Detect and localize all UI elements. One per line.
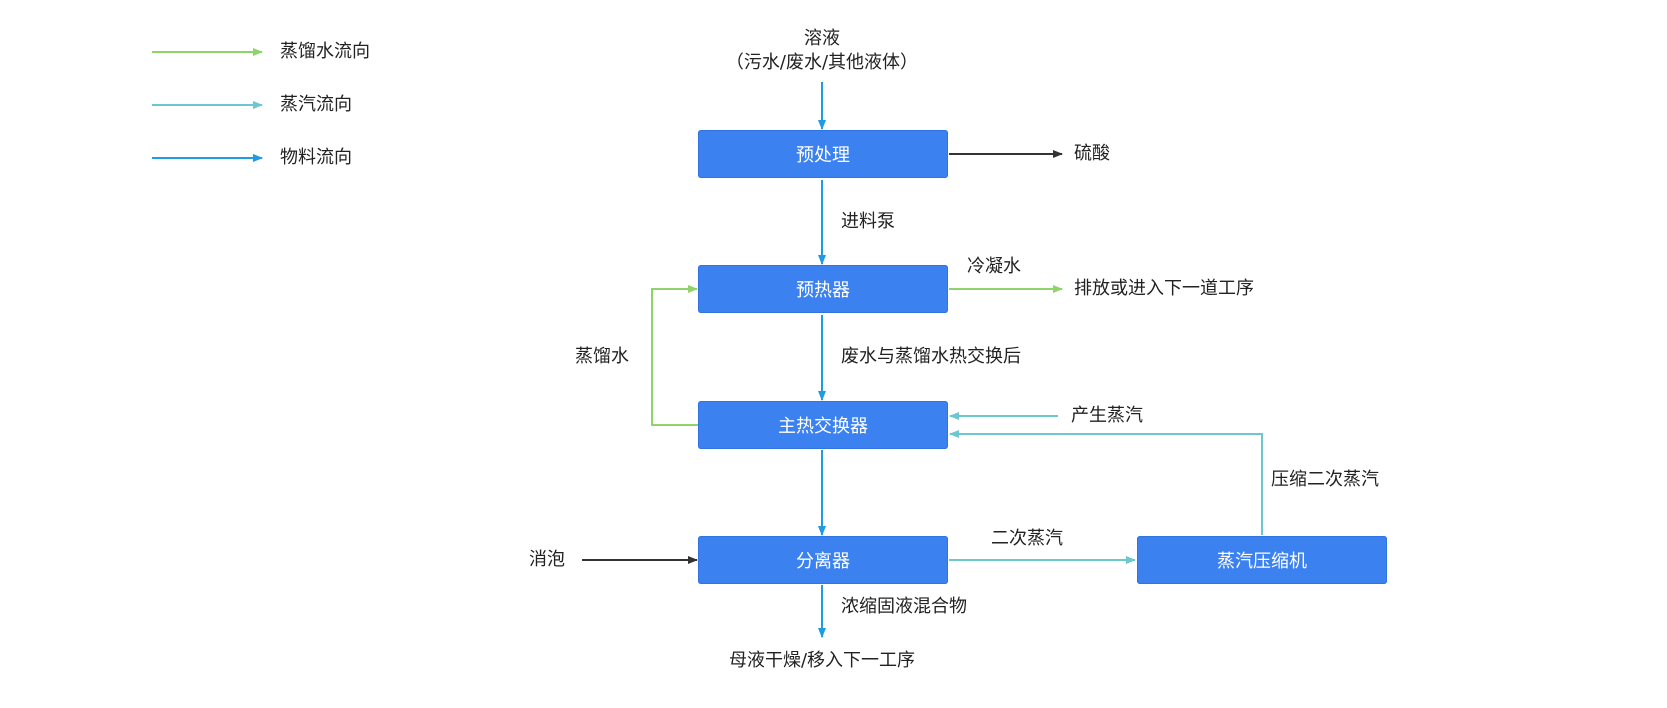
label-input-title: 溶液 — [804, 28, 840, 49]
label-distilled-water: 蒸馏水 — [575, 346, 629, 367]
label-sulfuric-acid: 硫酸 — [1074, 143, 1110, 164]
label-input-detail: （污水/废水/其他液体） — [725, 51, 919, 73]
label-defoam: 消泡 — [529, 549, 565, 570]
node-main-heat-exchanger: 主热交换器 — [698, 401, 948, 449]
node-pretreat: 预处理 — [698, 130, 948, 178]
label-condensate: 冷凝水 — [967, 256, 1021, 277]
legend-label-steam: 蒸汽流向 — [280, 94, 352, 115]
label-mother-liquor: 母液干燥/移入下一工序 — [728, 650, 916, 671]
label-input: 溶液 （污水/废水/其他液体） — [672, 28, 972, 73]
edge-compressor-to-mainhx — [949, 430, 1263, 535]
legend-label-material: 物料流向 — [280, 147, 352, 168]
label-concentrate: 浓缩固液混合物 — [841, 596, 967, 617]
edge-mainhx-to-preheater — [651, 285, 698, 426]
label-compressed-steam: 压缩二次蒸汽 — [1271, 469, 1379, 490]
label-produced-steam: 产生蒸汽 — [1071, 405, 1143, 426]
label-feed-pump: 进料泵 — [841, 211, 895, 232]
label-discharge: 排放或进入下一道工序 — [1074, 278, 1254, 299]
node-preheater: 预热器 — [698, 265, 948, 313]
node-steam-compressor: 蒸汽压缩机 — [1137, 536, 1387, 584]
label-secondary-steam: 二次蒸汽 — [991, 528, 1063, 549]
node-separator: 分离器 — [698, 536, 948, 584]
label-after-exchange: 废水与蒸馏水热交换后 — [841, 346, 1021, 367]
legend-label-distilled-water: 蒸馏水流向 — [280, 41, 370, 62]
